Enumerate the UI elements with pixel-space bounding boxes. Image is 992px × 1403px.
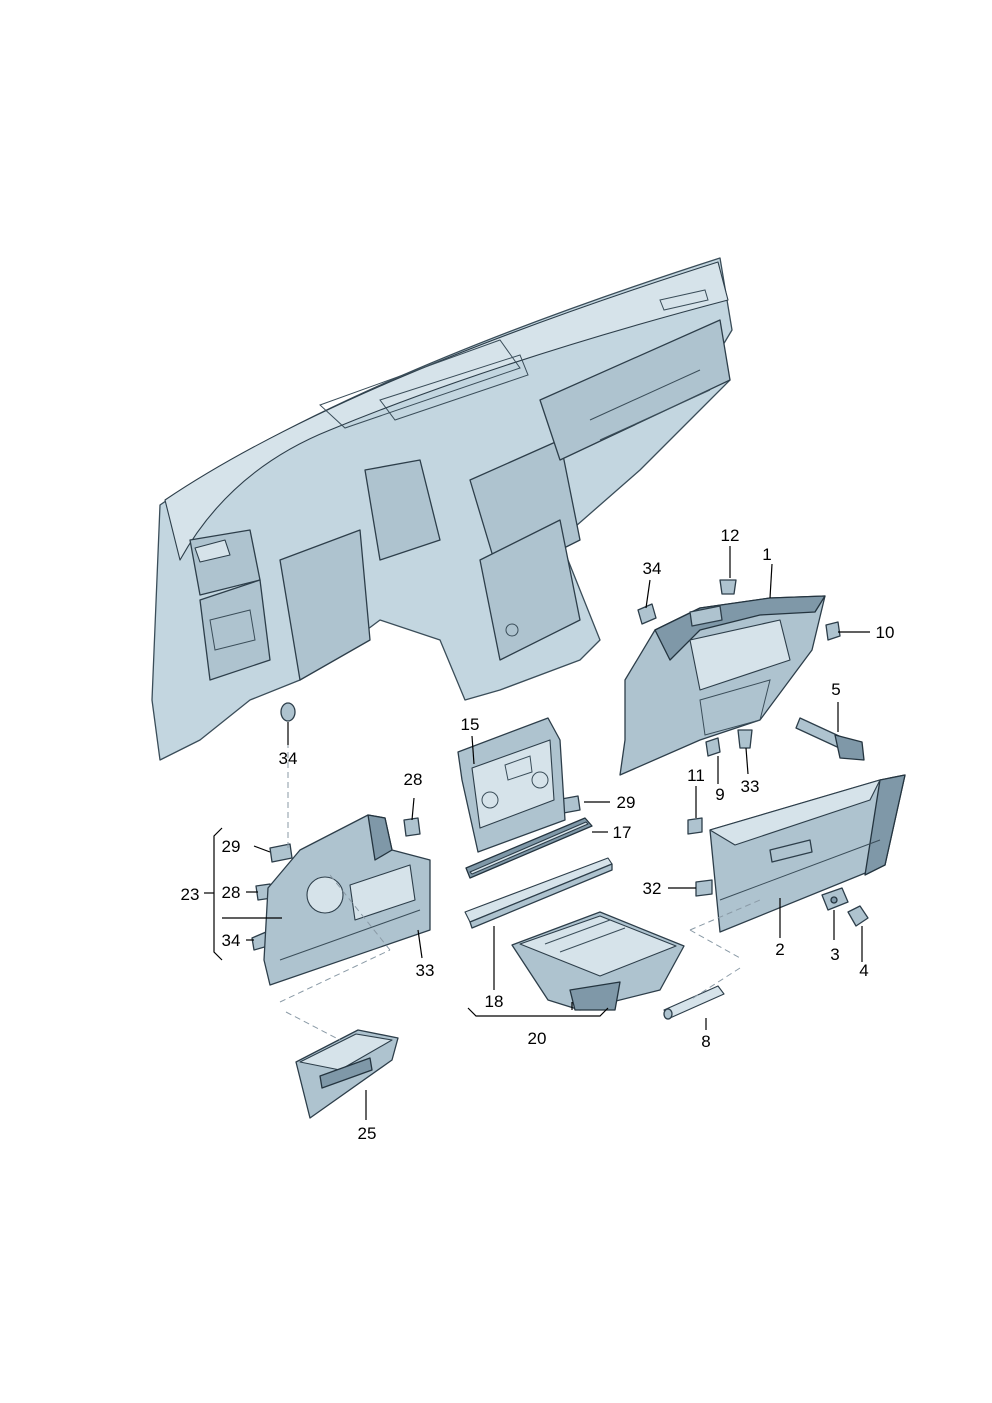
leader-lines (204, 546, 870, 1120)
dashboard-panel (151, 257, 733, 761)
callout-33-right: 33 (741, 777, 760, 796)
callout-2: 2 (775, 940, 784, 959)
callout-20: 20 (528, 1029, 547, 1048)
part-23-lower-trim (263, 814, 431, 986)
fastener-33a (737, 729, 753, 749)
fastener-12 (719, 579, 737, 595)
part-15-center-trim (457, 717, 566, 853)
part-17-trim-strip (465, 817, 593, 879)
fastener-9 (705, 737, 721, 757)
callout-33-left: 33 (416, 961, 435, 980)
fastener-10 (825, 621, 841, 641)
part-20-storage-tray (511, 911, 685, 1011)
callout-29-left: 29 (222, 837, 241, 856)
callout-34-top: 34 (643, 559, 662, 578)
callout-4: 4 (859, 961, 868, 980)
callout-32: 32 (643, 879, 662, 898)
callout-labels: 1 2 3 4 5 8 9 10 11 12 15 17 18 20 23 25… (181, 526, 895, 1143)
callout-10: 10 (876, 623, 895, 642)
callout-28-top: 28 (404, 770, 423, 789)
fastener-34b (280, 702, 296, 722)
callout-25: 25 (358, 1124, 377, 1143)
callout-18: 18 (485, 992, 504, 1011)
callout-17: 17 (613, 823, 632, 842)
callout-29-right: 29 (617, 793, 636, 812)
callout-23: 23 (181, 885, 200, 904)
callout-3: 3 (830, 945, 839, 964)
fastener-32 (695, 879, 713, 897)
callout-34-mid: 34 (279, 749, 298, 768)
callout-5: 5 (831, 680, 840, 699)
part-4-bumper (847, 905, 869, 927)
part-2-glove-box-lid (709, 774, 906, 933)
part-8-rod (663, 985, 725, 1020)
clip-29a (269, 843, 293, 863)
fastener-34a (637, 603, 657, 625)
part-1-glove-box-housing (619, 595, 826, 776)
part-3-latch (821, 887, 849, 911)
callout-1: 1 (762, 545, 771, 564)
callout-11: 11 (687, 766, 705, 785)
callout-15: 15 (461, 715, 480, 734)
callout-28-left: 28 (222, 883, 241, 902)
part-5-damper (795, 717, 865, 761)
clip-28a (403, 817, 421, 837)
part-25-storage-box (295, 1029, 399, 1119)
part-18-panel (464, 857, 613, 929)
callout-12: 12 (721, 526, 740, 545)
callout-34-left: 34 (222, 931, 241, 950)
fastener-11 (687, 817, 703, 835)
callout-8: 8 (701, 1032, 710, 1051)
callout-9: 9 (715, 785, 724, 804)
